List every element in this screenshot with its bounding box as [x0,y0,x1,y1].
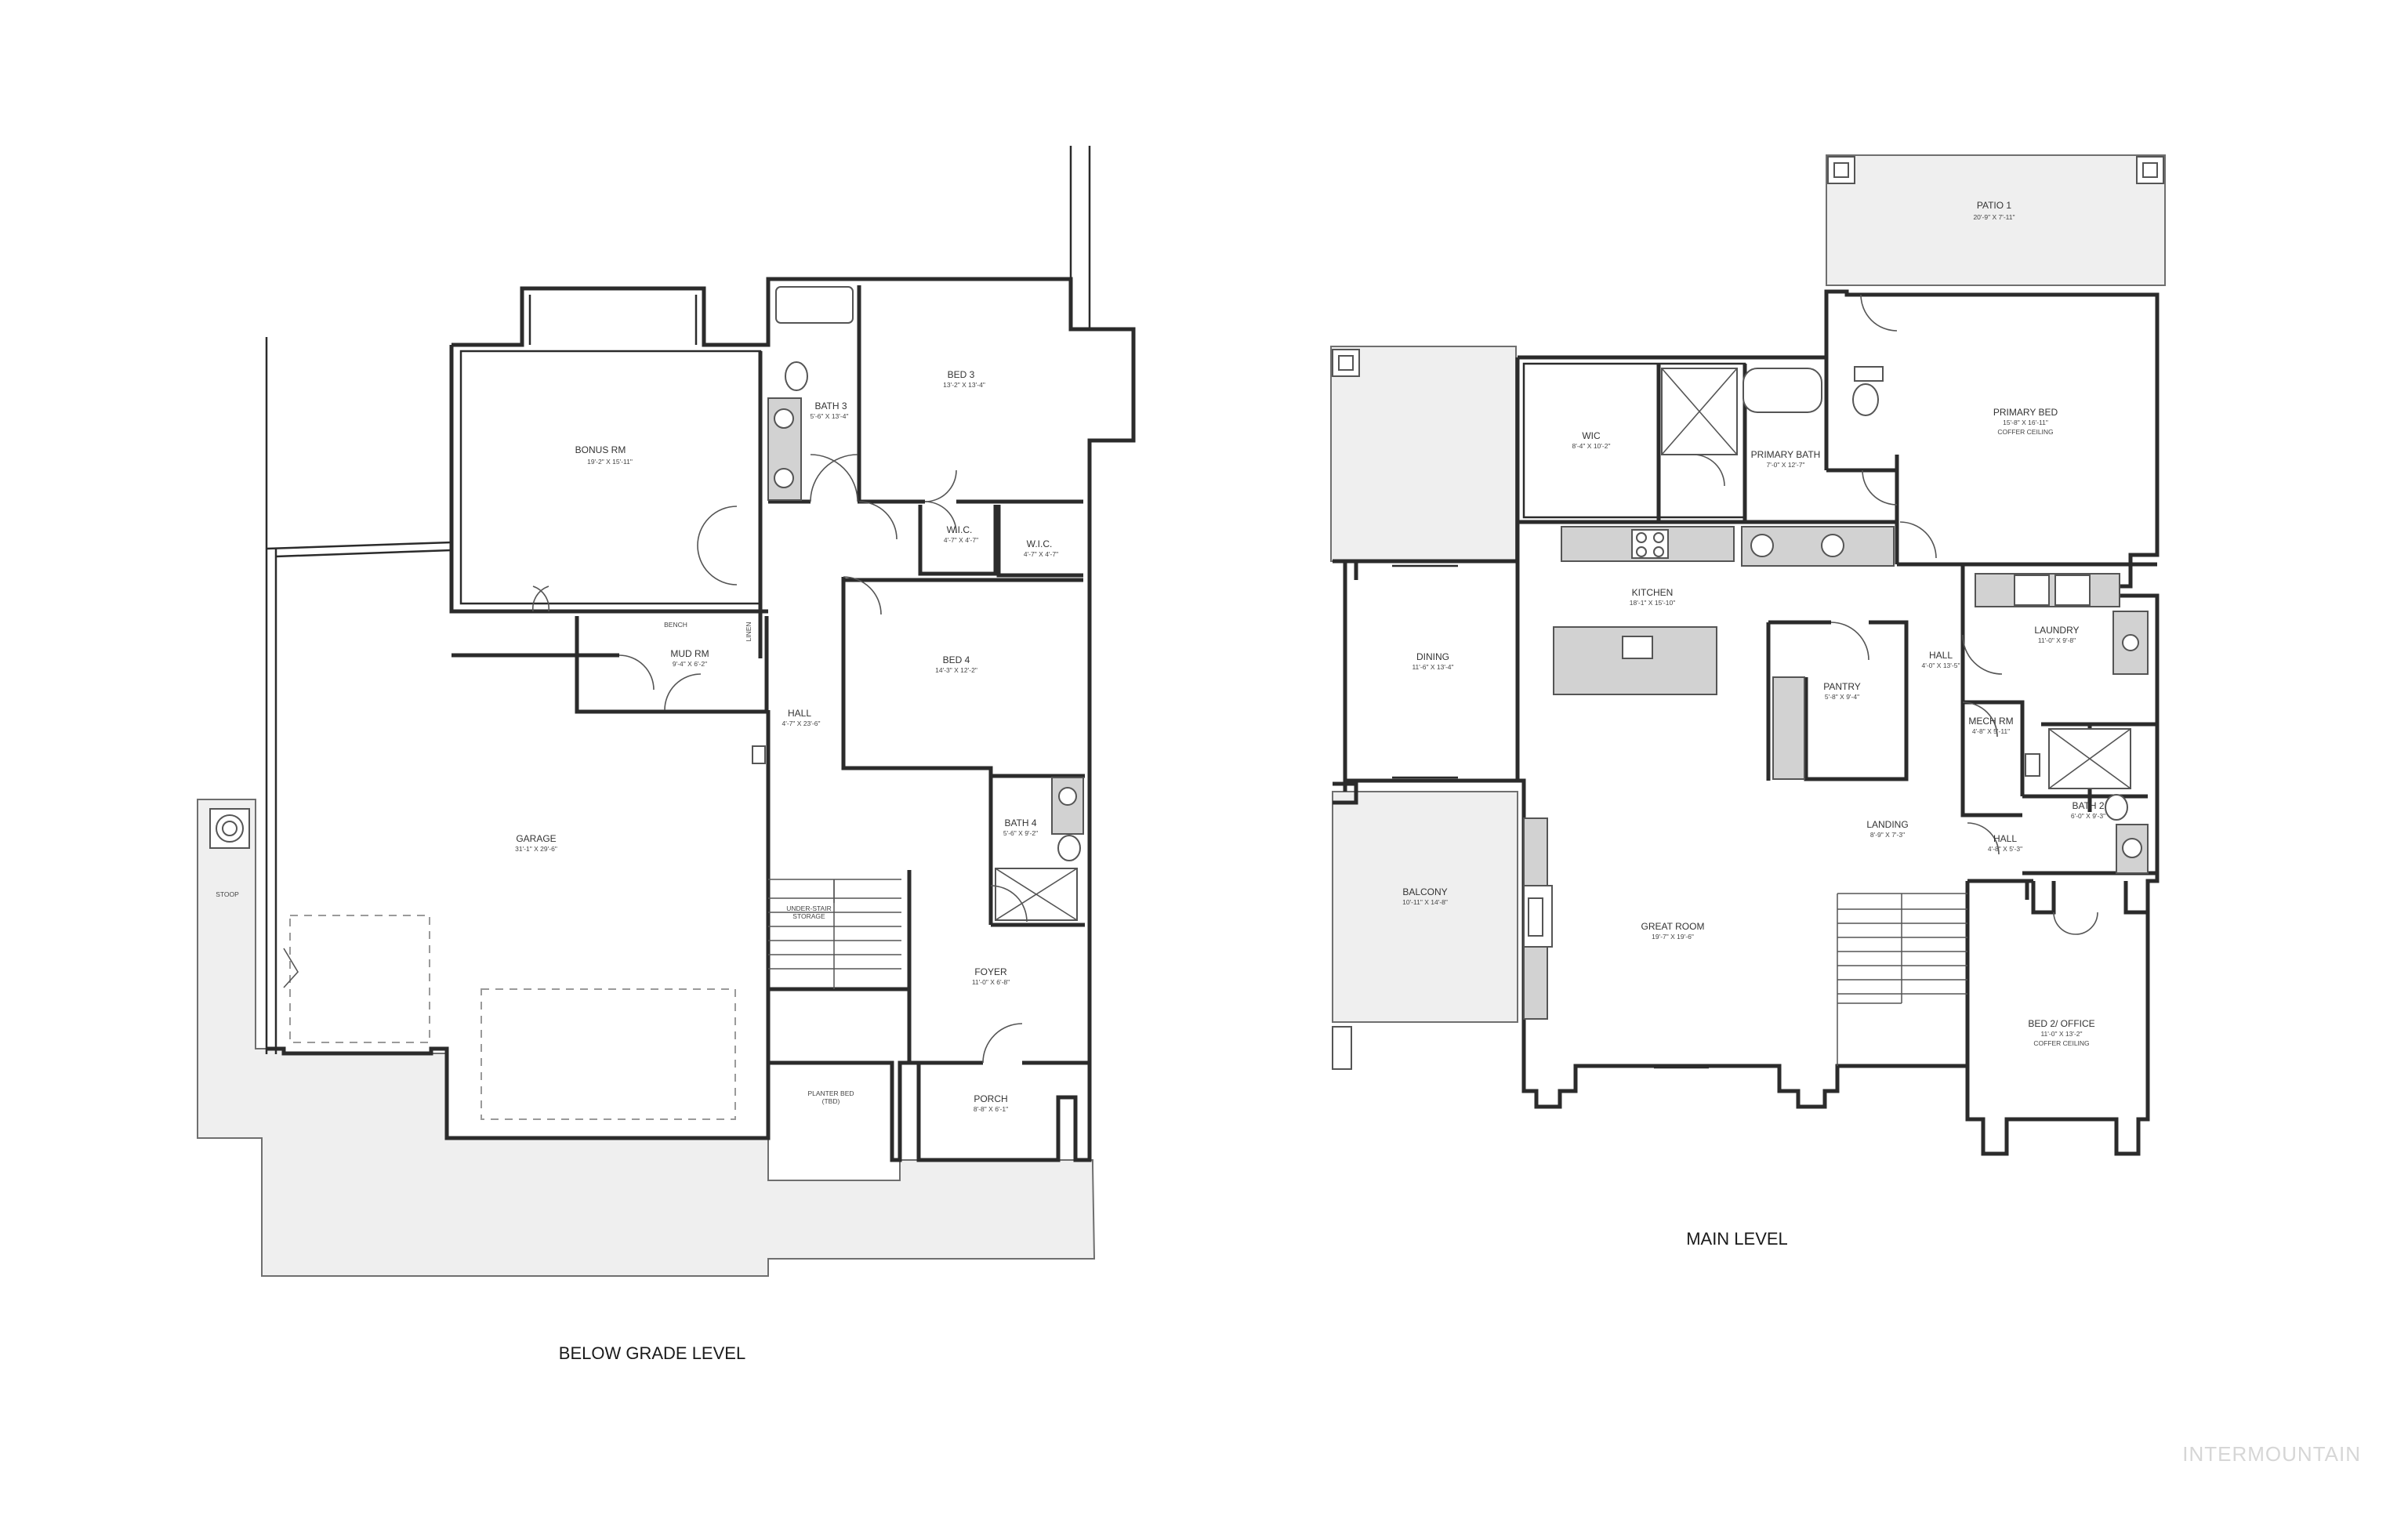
kitchen-counters [1553,526,2149,780]
bath3-name: BATH 3 [814,401,847,411]
bath3-dims: 5'-6" X 13'-4" [811,412,849,420]
laundry-name: LAUNDRY [2034,625,2079,636]
wic-name: WIC [1582,430,1601,441]
balcony-dims: 10'-11" X 14'-8" [1402,898,1448,906]
kitchen-dims: 18'-1" X 15'-10" [1630,599,1675,607]
hall-dims: 4'-7" X 23'-6" [782,720,821,727]
dining-dims: 11'-6" X 13'-4" [1412,663,1453,671]
bath2-dims: 6'-0" X 9'-3" [2071,812,2105,820]
pantry-dims: 5'-8" X 9'-4" [1825,693,1859,701]
porch-name: PORCH [974,1093,1007,1104]
below-grade-level-title: BELOW GRADE LEVEL [559,1343,745,1363]
laundry-dims: 11'-0" X 9'-8" [2038,636,2076,644]
great-room-dims: 19'-7" X 19'-6" [1652,933,1694,941]
patio-1-area [1826,154,2166,286]
kitchen-name: KITCHEN [1632,587,1674,598]
landing-dims: 8'-9" X 7'-3" [1870,831,1905,839]
planter-name: PLANTER BED [807,1089,854,1097]
main-level-room-labels: PATIO 1 20'-9" X 7'-11" WIC 8'-4" X 10'-… [1402,200,2105,1047]
balcony-area [1332,791,1518,1023]
primary-bath-dims: 7'-0" X 12'-7" [1767,461,1805,469]
understair-name: UNDER-STAIR [786,904,831,912]
bath2-name: BATH 2 [2072,800,2104,811]
wic-b-name: W.I.C. [1027,538,1053,549]
bed4-dims: 14'-3" X 12'-2" [935,666,977,674]
balcony-name: BALCONY [1402,886,1447,897]
bench-label: BENCH [664,621,687,629]
main-level-exterior-walls [1518,289,2160,1156]
bath2-fixtures [2025,728,2149,874]
primary-bed-note: COFFER CEILING [1997,428,2053,436]
below-grade-room-labels: BONUS RM 19'-2" X 15'-11" BATH 3 5'-6" X… [216,369,1058,1113]
primary-bed-name: PRIMARY BED [1993,407,2058,418]
below-grade-level-plan: BONUS RM 19'-2" X 15'-11" BATH 3 5'-6" X… [197,146,1136,1363]
main-level-door-swings [1692,294,2098,935]
understair-dims: STORAGE [792,912,825,920]
stoop-label: STOOP [216,890,239,898]
below-grade-interior-walls [452,285,1090,1065]
hall-b-dims: 4'-8" X 5'-3" [1988,845,2022,853]
wic-a-dims: 4'-7" X 4'-7" [944,536,978,544]
hall-b-name: HALL [1993,833,2017,844]
mech-rm-name: MECH RM [1968,716,2013,727]
stoop-ac-unit [209,808,250,849]
bath4-fixtures [995,777,1084,921]
garage-name: GARAGE [516,833,556,844]
primary-bath-fixtures [1661,366,1884,455]
below-grade-exterior-walls [267,277,1136,1162]
bed2-office-name: BED 2/ OFFICE [2028,1018,2094,1029]
main-level-plan: PATIO 1 20'-9" X 7'-11" WIC 8'-4" X 10'-… [1330,154,2166,1249]
bed3-name: BED 3 [948,369,975,380]
bath4-dims: 5'-6" X 9'-2" [1003,829,1038,837]
below-grade-stairs [768,879,901,989]
porch-dims: 8'-8" X 6'-1" [974,1105,1008,1113]
bonus-rm-name: BONUS RM [575,444,626,455]
foyer-name: FOYER [974,966,1007,977]
bonus-rm-dims: 19'-2" X 15'-11" [587,458,633,466]
hall-a-name: HALL [1929,650,1953,661]
bed3-dims: 13'-2" X 13'-4" [943,381,985,389]
dining-name: DINING [1416,651,1449,662]
main-level-interior-walls [1518,295,2157,1066]
wic-a-name: W.I.C. [947,524,973,535]
below-grade-door-swings [283,454,1028,1064]
primary-bath-name: PRIMARY BATH [1751,449,1821,460]
main-level-title: MAIN LEVEL [1686,1229,1788,1249]
watermark-text: INTERMOUNTAIN [2182,1442,2361,1466]
linen-label: LINEN [745,622,752,641]
dining-deck-area [1330,346,1517,562]
patio1-name: PATIO 1 [1977,200,2012,211]
bath4-name: BATH 4 [1004,817,1036,828]
primary-bed-dims: 15'-8" X 16'-11" [2003,419,2048,426]
main-level-stairs [1837,893,1967,1066]
wic-b-dims: 4'-7" X 4'-7" [1024,550,1058,558]
garage-dims: 31'-1" X 29'-6" [515,845,557,853]
wic-dims: 8'-4" X 10'-2" [1572,442,1611,450]
hall-name: HALL [788,708,811,719]
foyer-dims: 11'-0" X 6'-8" [972,978,1010,986]
pantry-name: PANTRY [1823,681,1861,692]
hall-a-dims: 4'-0" X 13'-5" [1922,662,1960,669]
planter-dims: (TBD) [822,1097,840,1105]
mud-rm-name: MUD RM [670,648,709,659]
bath3-fixtures [767,286,854,501]
patio1-dims: 20'-9" X 7'-11" [1973,213,2015,221]
bed2-office-note: COFFER CEILING [2033,1039,2089,1047]
mech-rm-dims: 4'-8" X 5'-11" [1972,727,2010,735]
great-room-name: GREAT ROOM [1641,921,1705,932]
bed4-name: BED 4 [943,654,970,665]
mud-rm-dims: 9'-4" X 6'-2" [673,660,707,668]
bed2-office-dims: 11'-0" X 13'-2" [2040,1030,2082,1038]
landing-name: LANDING [1866,819,1908,830]
